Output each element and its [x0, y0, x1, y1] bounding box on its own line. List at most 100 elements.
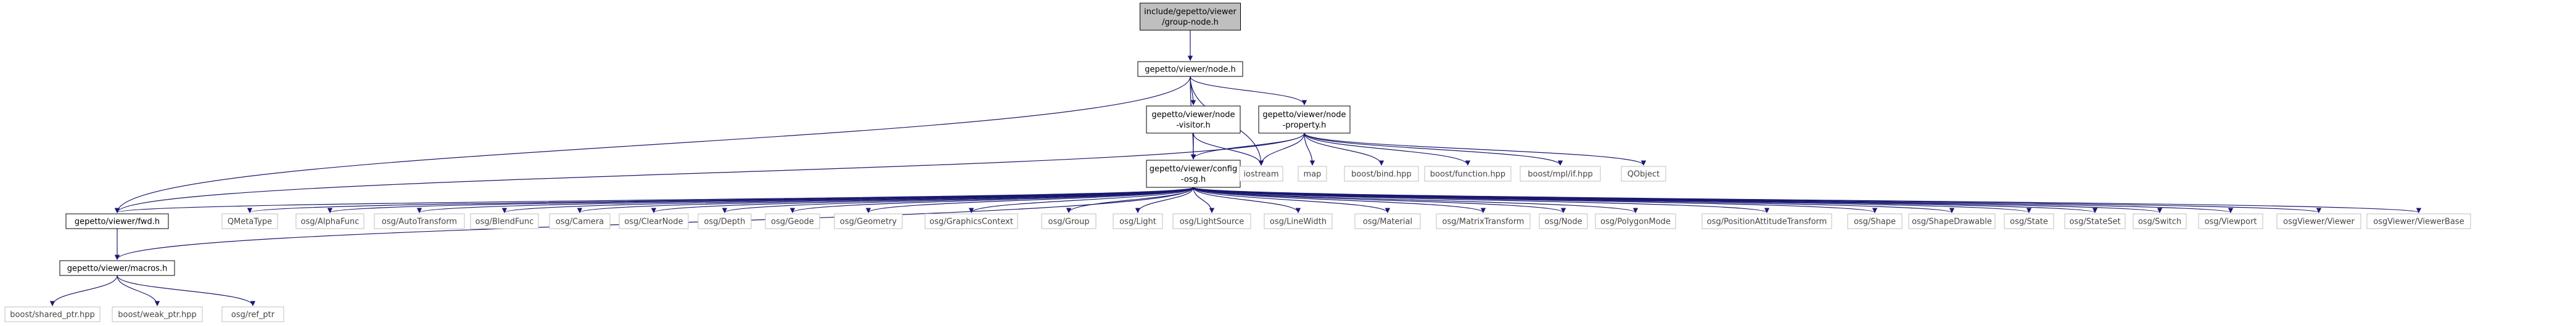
node-box	[924, 213, 1018, 229]
node-box	[1595, 213, 1676, 229]
edge-config_osg-to-osg_group	[1066, 187, 1194, 213]
node-qmetatype: QMetaType	[221, 213, 278, 229]
node-box	[1172, 213, 1251, 229]
node-box	[1847, 213, 1903, 229]
node-box	[1436, 213, 1531, 229]
node-box	[1520, 166, 1601, 182]
node-box	[1239, 166, 1283, 182]
node-box	[834, 213, 903, 229]
node-box	[470, 213, 539, 229]
node-label: boost/weak_ptr.hpp	[118, 311, 196, 320]
node-box	[1137, 61, 1243, 77]
node-label: osg/Viewport	[2205, 218, 2257, 227]
edge-node_property-to-qobject	[1304, 132, 1647, 166]
node-node_visitor[interactable]: gepetto/viewer/node-visitor.h	[1146, 105, 1241, 134]
node-qobject: QObject	[1621, 166, 1666, 182]
edge-config_osg-to-osg_viewport	[1193, 187, 2233, 213]
node-box	[59, 260, 175, 276]
node-label: osg/Depth	[704, 218, 746, 227]
edge-config_osg-to-osg_geometry	[865, 187, 1194, 213]
node-label: QMetaType	[228, 218, 272, 227]
node-box	[619, 213, 689, 229]
node-osg_alphafunc: osg/AlphaFunc	[295, 213, 364, 229]
node-box	[295, 213, 364, 229]
node-label: gepetto/viewer/node	[1151, 110, 1235, 120]
node-node_property[interactable]: gepetto/viewer/node-property.h	[1258, 105, 1351, 134]
node-label: gepetto/viewer/config	[1150, 165, 1237, 174]
node-boost_weak_ptr: boost/weak_ptr.hpp	[112, 306, 203, 322]
node-osg_graphicscontext: osg/GraphicsContext	[924, 213, 1018, 229]
node-osg_camera: osg/Camera	[549, 213, 611, 229]
edge-macros_h-to-osg_ref_ptr	[117, 275, 256, 306]
node-osg_shapedrawable: osg/ShapeDrawable	[1908, 213, 1996, 229]
node-label: osg/Geode	[771, 218, 814, 227]
node-label: boost/mpl/if.hpp	[1528, 170, 1592, 179]
node-box	[1258, 105, 1351, 134]
node-label: osg/Node	[1544, 218, 1582, 227]
node-box	[1354, 213, 1421, 229]
node-osg_blendfunc: osg/BlendFunc	[470, 213, 539, 229]
node-label: osg/AutoTransform	[382, 218, 457, 227]
node-box	[65, 213, 169, 229]
edge-config_osg-to-osg_geode	[790, 187, 1194, 213]
node-label: osgViewer/ViewerBase	[2373, 218, 2464, 227]
node-box	[221, 306, 284, 322]
edge-macros_h-to-boost_shared_ptr	[49, 275, 118, 306]
node-label: osg/MatrixTransform	[1442, 218, 1525, 227]
node-label: osg/Camera	[556, 218, 604, 227]
node-osg_light: osg/Light	[1113, 213, 1163, 229]
node-box	[1424, 166, 1512, 182]
node-box	[1702, 213, 1832, 229]
node-label: osg/Material	[1363, 218, 1412, 227]
node-label: osg/BlendFunc	[475, 218, 534, 227]
node-osg_linewidth: osg/LineWidth	[1264, 213, 1333, 229]
node-label: boost/function.hpp	[1430, 170, 1505, 179]
node-label: include/gepetto/viewer	[1144, 7, 1237, 17]
node-box	[112, 306, 203, 322]
node-label: osg/GraphicsContext	[929, 218, 1013, 227]
edge-node_property-to-map	[1304, 132, 1315, 166]
node-label: osg/ref_ptr	[231, 311, 275, 320]
node-label: osg/LineWidth	[1270, 218, 1327, 227]
nodes-layer: include/gepetto/viewer/group-node.h gepet…	[4, 2, 2471, 322]
node-box	[1146, 160, 1241, 188]
node-osg_ref_ptr: osg/ref_ptr	[221, 306, 284, 322]
node-config_osg[interactable]: gepetto/viewer/config-osg.h	[1146, 160, 1241, 188]
edge-config_osg-to-osg_graphicscontext	[968, 187, 1194, 213]
node-box	[697, 213, 752, 229]
node-label: osg/Light	[1119, 218, 1156, 227]
node-osg_switch: osg/Switch	[2133, 213, 2187, 229]
node-box	[1146, 105, 1241, 134]
node-osg_geode: osg/Geode	[765, 213, 820, 229]
edge-config_osg-to-osg_material	[1193, 187, 1391, 213]
node-label: osg/AlphaFunc	[301, 218, 360, 227]
node-label: QObject	[1627, 170, 1660, 179]
node-label: /group-node.h	[1162, 18, 1219, 27]
node-macros_h[interactable]: gepetto/viewer/macros.h	[59, 260, 175, 276]
edge-config_osg-to-osg_light	[1135, 187, 1194, 213]
edge-config_osg-to-osg_depth	[722, 187, 1194, 213]
node-box	[221, 213, 278, 229]
edge-node_h-to-fwd_h	[114, 76, 1191, 213]
node-osg_depth: osg/Depth	[697, 213, 752, 229]
node-osg_lightsource: osg/LightSource	[1172, 213, 1251, 229]
node-group_node[interactable]: include/gepetto/viewer/group-node.h	[1140, 2, 1241, 31]
node-label: boost/bind.hpp	[1351, 170, 1412, 179]
node-osg_polygonmode: osg/PolygonMode	[1595, 213, 1676, 229]
node-osgviewer_viewer: osgViewer/Viewer	[2276, 213, 2361, 229]
node-label: osg/ShapeDrawable	[1912, 218, 1992, 227]
node-label: osg/State	[2010, 218, 2048, 227]
node-fwd_h[interactable]: gepetto/viewer/fwd.h	[65, 213, 169, 229]
node-box	[2064, 213, 2126, 229]
node-box	[2133, 213, 2187, 229]
node-box	[4, 306, 101, 322]
node-node_h[interactable]: gepetto/viewer/node.h	[1137, 61, 1243, 77]
node-label: osg/StateSet	[2069, 218, 2120, 227]
node-label: osg/ClearNode	[624, 218, 683, 227]
node-box	[1298, 166, 1327, 182]
node-osg_node: osg/Node	[1539, 213, 1588, 229]
node-box	[1140, 2, 1241, 31]
edge-node_property-to-iostream	[1258, 132, 1305, 166]
